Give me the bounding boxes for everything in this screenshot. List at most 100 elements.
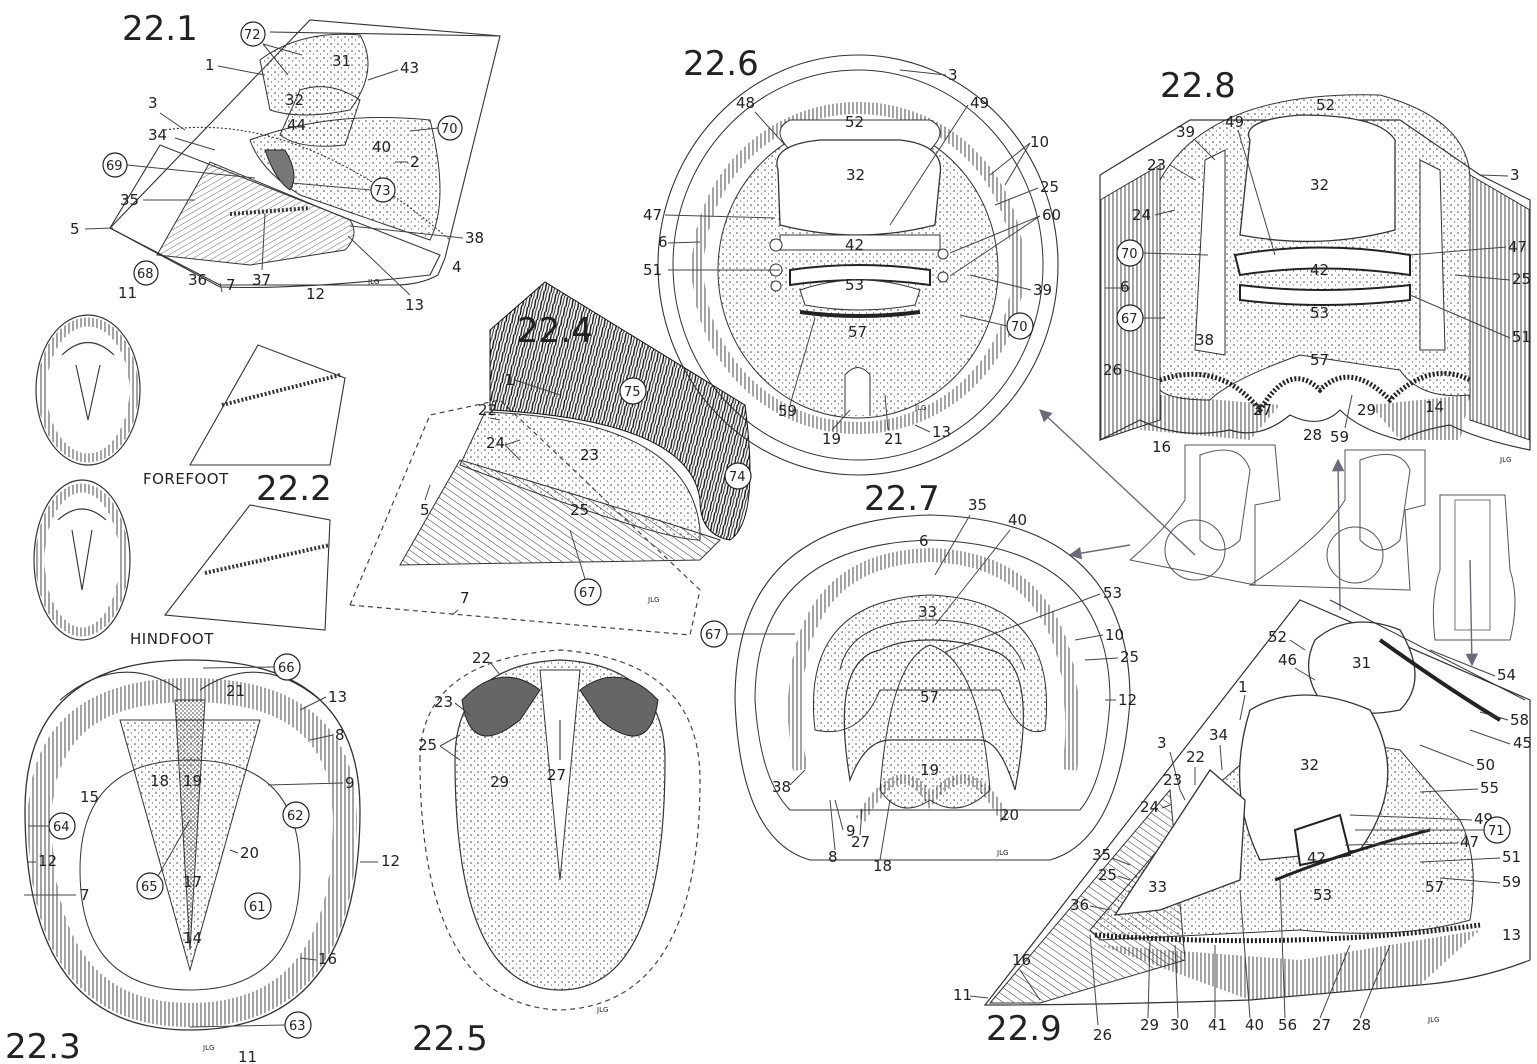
label: 33 xyxy=(1148,878,1167,896)
label: 42 xyxy=(1310,261,1329,279)
signature: JLG xyxy=(596,1006,608,1014)
signature: JLG xyxy=(1499,456,1511,464)
label: 40 xyxy=(1245,1016,1264,1034)
figure-number-22-6: 22.6 xyxy=(683,44,759,84)
label: 52 xyxy=(1268,628,1287,646)
label: 2 xyxy=(410,153,420,171)
label: 69 xyxy=(106,159,123,174)
label: 8 xyxy=(828,848,838,866)
label: 63 xyxy=(289,1019,306,1034)
label: 19 xyxy=(822,430,841,448)
signature: JLG xyxy=(647,596,659,604)
label: 44 xyxy=(287,116,306,134)
label: 40 xyxy=(1008,511,1027,529)
label: 58 xyxy=(1510,711,1529,729)
label: 51 xyxy=(1512,328,1531,346)
label: 70 xyxy=(441,122,458,137)
label: 7 xyxy=(80,886,90,904)
label: 57 xyxy=(1425,878,1444,896)
label: 16 xyxy=(1152,438,1171,456)
label: 1 xyxy=(1238,678,1248,696)
label: 62 xyxy=(287,809,304,824)
label: 5 xyxy=(420,501,430,519)
label: 57 xyxy=(1310,351,1329,369)
label: 20 xyxy=(240,844,259,862)
label: 33 xyxy=(918,603,937,621)
label: 1 xyxy=(205,56,215,74)
label: 26 xyxy=(1103,361,1122,379)
label: 70 xyxy=(1011,320,1028,335)
label: 35 xyxy=(120,191,139,209)
label: 57 xyxy=(848,323,867,341)
label: 18 xyxy=(150,772,169,790)
label: 64 xyxy=(53,820,70,835)
label: 27 xyxy=(851,833,870,851)
label: 67 xyxy=(705,628,722,643)
label: 53 xyxy=(1313,886,1332,904)
label: 12 xyxy=(38,852,57,870)
label: 66 xyxy=(278,661,295,676)
label: 46 xyxy=(1278,651,1297,669)
label: 53 xyxy=(1103,584,1122,602)
label: 48 xyxy=(736,94,755,112)
label: 3 xyxy=(1157,734,1167,752)
label: 40 xyxy=(372,138,391,156)
label: 60 xyxy=(1042,206,1061,224)
label: 6 xyxy=(658,233,668,251)
label: 49 xyxy=(1225,113,1244,131)
label: 29 xyxy=(490,773,509,791)
label: 8 xyxy=(335,726,345,744)
label: 32 xyxy=(846,166,865,184)
label: 26 xyxy=(1093,1026,1112,1044)
label: 24 xyxy=(486,434,505,452)
label: 53 xyxy=(845,276,864,294)
label: 29 xyxy=(1357,401,1376,419)
label: 23 xyxy=(1147,156,1166,174)
label: 39 xyxy=(1033,281,1052,299)
label: 12 xyxy=(1118,691,1137,709)
label: 10 xyxy=(1105,626,1124,644)
label: 61 xyxy=(249,900,266,915)
label: 13 xyxy=(328,688,347,706)
label: 3 xyxy=(148,94,158,112)
label: 75 xyxy=(624,385,641,400)
label: 38 xyxy=(1195,331,1214,349)
label: 29 xyxy=(1140,1016,1159,1034)
label: 51 xyxy=(1502,848,1521,866)
label: 65 xyxy=(141,880,158,895)
label: 3 xyxy=(948,66,958,84)
label: 36 xyxy=(188,271,207,289)
label: 32 xyxy=(1300,756,1319,774)
label: 25 xyxy=(1040,178,1059,196)
label: 52 xyxy=(845,113,864,131)
label: 47 xyxy=(643,206,662,224)
label: 11 xyxy=(118,284,137,302)
label: 59 xyxy=(1330,428,1349,446)
label: 34 xyxy=(148,126,167,144)
label: 59 xyxy=(1502,873,1521,891)
figure-number-22-8: 22.8 xyxy=(1160,66,1236,106)
label: 43 xyxy=(400,59,419,77)
label: 47 xyxy=(1508,238,1527,256)
label: 72 xyxy=(244,28,261,43)
label: 52 xyxy=(1316,96,1335,114)
label: 20 xyxy=(1000,806,1019,824)
figure-number-22-3: 22.3 xyxy=(5,1027,81,1064)
figure-number-22-5: 22.5 xyxy=(412,1019,488,1059)
label: 42 xyxy=(845,236,864,254)
label: 39 xyxy=(1176,123,1195,141)
signature: JLG xyxy=(996,849,1008,857)
label: 13 xyxy=(932,423,951,441)
label: 13 xyxy=(405,296,424,314)
label: 27 xyxy=(1253,401,1272,419)
label: 70 xyxy=(1121,247,1138,262)
label: 4 xyxy=(452,258,462,276)
label: 28 xyxy=(1352,1016,1371,1034)
label: 6 xyxy=(919,532,929,550)
label: 45 xyxy=(1513,734,1532,752)
hindfoot-caption: HINDFOOT xyxy=(130,630,214,648)
label: 51 xyxy=(643,261,662,279)
figure-number-22-9: 22.9 xyxy=(986,1009,1062,1049)
figure-number-22-2: 22.2 xyxy=(256,469,332,509)
